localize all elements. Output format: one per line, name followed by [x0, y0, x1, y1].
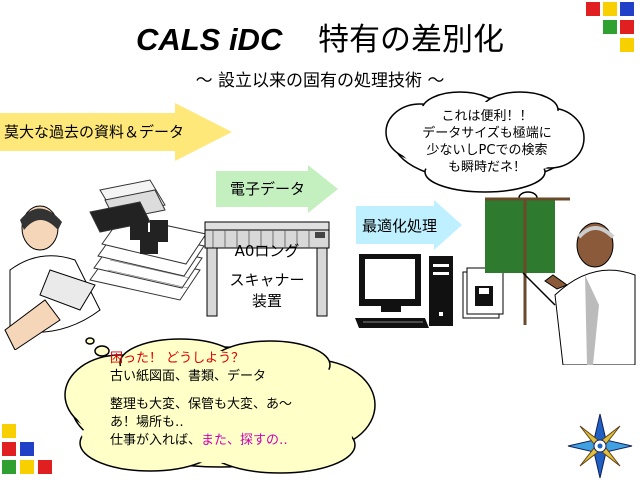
thought-cloud-icon — [385, 91, 585, 217]
trouble-exclaim: 困った！ どうしよう？ — [110, 351, 245, 366]
scanner-label: A0ロング スキャナー 装置 — [217, 240, 317, 311]
trouble-line-4b: また、探すの‥ — [201, 433, 288, 448]
presenter-icon — [485, 197, 636, 365]
electronic-data-label: 電子データ — [230, 180, 306, 198]
corner-squares-icon — [586, 2, 634, 52]
thought-line-3: 少ないしPCでの検索 — [426, 143, 548, 158]
past-documents-label: 莫大な過去の資料＆データ — [4, 123, 185, 141]
yellow-arrow-shape — [0, 103, 232, 161]
green-arrow-shape — [216, 165, 338, 213]
scanner-line-2: スキャナー — [229, 271, 305, 289]
cyan-arrow-shape — [356, 200, 462, 250]
optimization-label: 最適化処理 — [362, 217, 438, 235]
thought-bubble-text: これは便利！！ データサイズも極端に 少ないしPCでの検索 も瞬時だネ！ — [412, 108, 562, 176]
scanner-line-1: A0ロング — [234, 242, 300, 260]
trouble-line-2: 整理も大変、保管も大変、あ～ — [110, 397, 293, 412]
title-latin: CALS iDC — [135, 22, 283, 57]
page-title: CALS iDC 特有の差別化 — [0, 14, 640, 59]
scanner-line-3: 装置 — [251, 292, 282, 310]
thought-line-4: も瞬時だネ！ — [447, 160, 526, 175]
documents-icon — [89, 179, 207, 301]
trouble-line-4: 仕事が入れば、また、探すの‥ — [110, 432, 292, 450]
trouble-line-1: 古い紙図面、書類、データ — [110, 369, 267, 384]
trouble-cloud-icon — [64, 337, 376, 474]
scanner-icon — [204, 221, 330, 317]
corner-squares-icon — [2, 424, 52, 474]
trouble-bubble-text: 困った！ どうしよう？ 古い紙図面、書類、データ 整理も大変、保管も大変、あ～ … — [110, 350, 292, 450]
thought-line-1: これは便利！！ — [441, 109, 533, 124]
thought-line-2: データサイズも極端に — [422, 126, 552, 141]
trouble-line-4a: 仕事が入れば、 — [110, 433, 202, 448]
woman-icon — [4, 205, 101, 350]
title-japanese: 特有の差別化 — [318, 22, 505, 58]
trouble-line-3: あ！場所も‥ — [110, 415, 184, 430]
compass-rose-icon — [567, 413, 633, 479]
computer-icon — [355, 254, 504, 328]
page-subtitle: ～ 設立以来の固有の処理技術 ～ — [195, 71, 445, 91]
